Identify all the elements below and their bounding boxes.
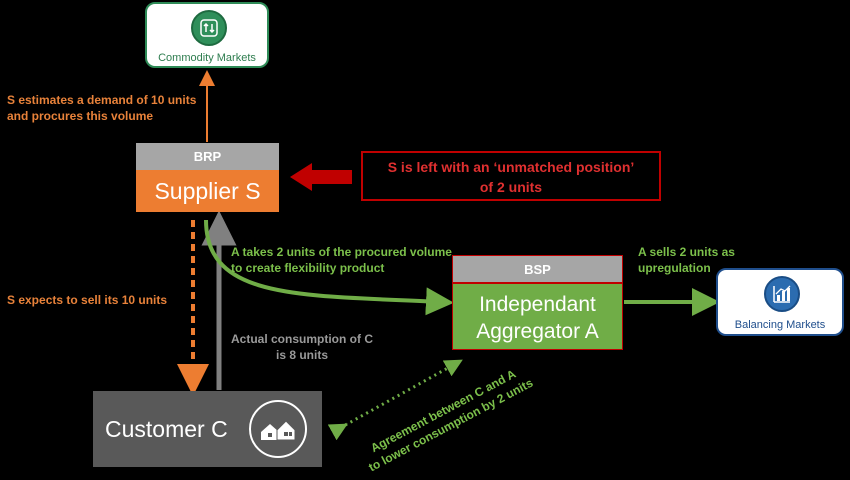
takes-line-1: A takes 2 units of the procured volume [231,245,452,259]
expects-annotation: S expects to sell its 10 units [7,293,168,307]
bsp-header: BSP [452,255,623,283]
aggregator-line-1: Independant [479,293,596,316]
sells-annotation: A sells 2 units as upregulation [638,244,735,276]
actual-line-1: Actual consumption of C [231,332,373,346]
estimate-line-1: S estimates a demand of 10 units [7,93,197,107]
bar-chart-icon [764,276,800,312]
actual-consumption-annotation: Actual consumption of C is 8 units [229,331,375,363]
supplier-node: Supplier S [136,170,279,212]
sells-line-1: A sells 2 units as [638,245,735,259]
customer-label: Customer C [105,416,228,442]
balancing-markets-label: Balancing Markets [734,319,826,331]
estimate-annotation: S estimates a demand of 10 units and pro… [7,92,196,124]
arrow-agreement [327,359,463,441]
commodity-markets-label: Commodity Markets [158,52,256,64]
customer-node: Customer C [93,391,322,467]
sells-line-2: upregulation [638,261,711,275]
takes-line-2: to create flexibility product [231,261,385,275]
commodity-markets-node: Commodity Markets [145,2,269,68]
actual-line-2: is 8 units [275,348,328,362]
arrow-flex-volume [204,219,454,316]
unmatched-line-1: S is left with an ‘unmatched position’ [387,159,635,175]
aggregator-line-2: Aggregator A [476,320,599,343]
takes-annotation: A takes 2 units of the procured volume t… [231,244,452,276]
brp-header: BRP [136,143,279,170]
balancing-markets-node: Balancing Markets [716,268,844,336]
unmatched-line-2: of 2 units [479,179,543,195]
exchange-arrows-icon [191,10,227,46]
houses-icon [249,400,307,458]
aggregator-node: Independant Aggregator A [452,283,623,350]
red-unmatched-arrow [290,163,352,191]
unmatched-position-box: S is left with an ‘unmatched position’ o… [361,151,661,201]
estimate-line-2: and procures this volume [7,109,154,123]
